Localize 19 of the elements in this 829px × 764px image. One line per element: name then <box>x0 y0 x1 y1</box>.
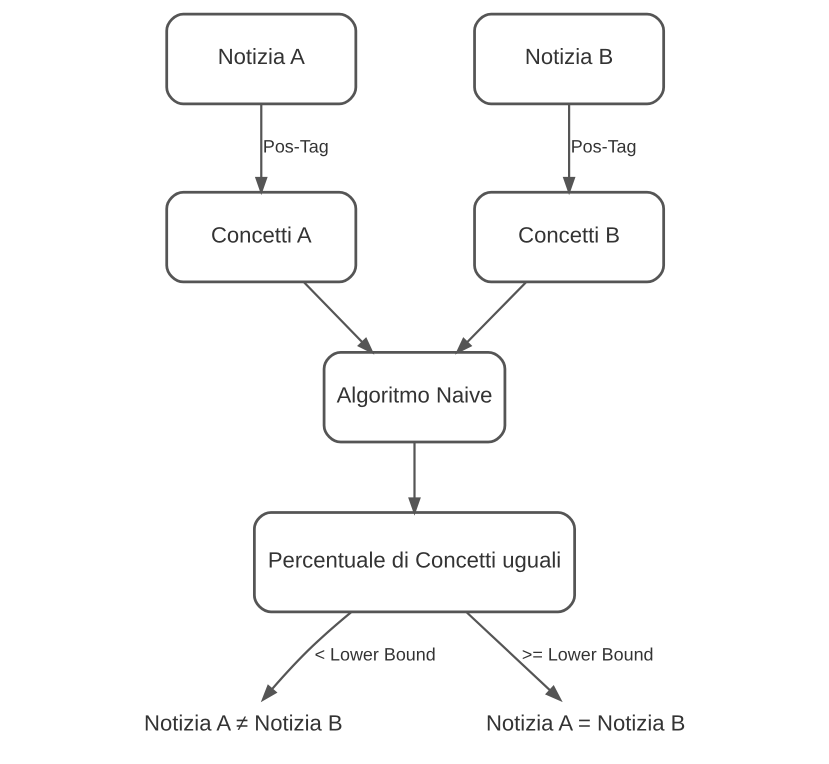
edge-label: Pos-Tag <box>262 136 329 157</box>
edge-label: Pos-Tag <box>570 136 637 157</box>
node-text: Notizia A ≠ Notizia B <box>144 710 343 736</box>
arrow <box>455 282 527 355</box>
arrow <box>466 611 563 702</box>
node-box: Notizia B <box>473 12 666 106</box>
arrow <box>562 104 576 196</box>
node-box: Concetti B <box>473 190 666 284</box>
arrow <box>408 442 421 516</box>
node-box: Algoritmo Naive <box>322 350 506 444</box>
arrow <box>260 611 352 702</box>
node-box: Notizia A <box>165 12 358 106</box>
edge-label: < Lower Bound <box>314 644 436 665</box>
edge-label: >= Lower Bound <box>522 644 654 665</box>
node-box: Percentuale di Concetti uguali <box>253 511 576 614</box>
node-text: Notizia A = Notizia B <box>486 710 686 736</box>
arrow <box>254 104 268 196</box>
arrow <box>303 282 374 355</box>
node-box: Concetti A <box>165 190 358 284</box>
